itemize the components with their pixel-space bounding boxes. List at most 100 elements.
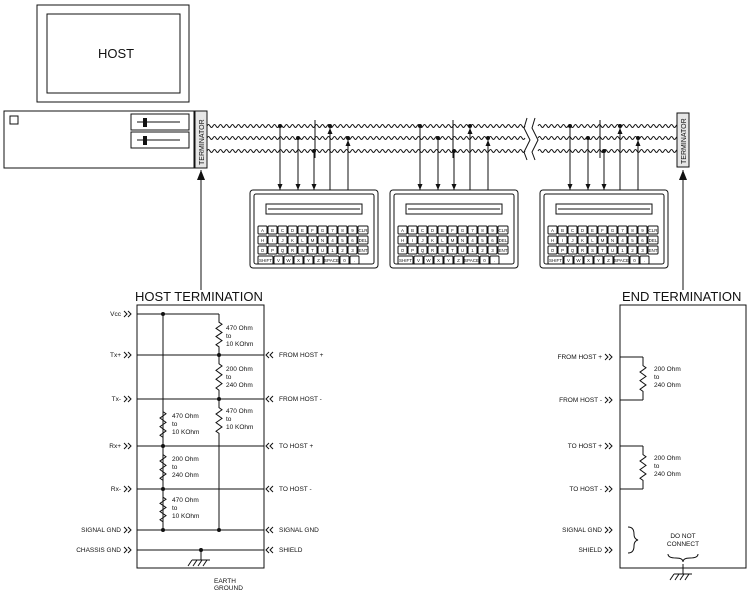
key-label: 7 [471,228,474,233]
key-label: DEL [649,238,658,243]
key [347,235,358,245]
connector-mark [127,395,132,403]
key [647,235,659,245]
key [547,245,558,255]
key [337,225,348,235]
connector-mark [127,526,132,534]
key [547,255,564,265]
key [357,245,369,255]
key [637,235,648,245]
key-label: Q [281,248,285,253]
key [587,225,598,235]
left-signal-label: Rx- [111,486,121,493]
junction-dot [436,136,440,140]
key-label: 5 [481,238,484,243]
do-not-connect-label: CONNECT [667,541,699,548]
key-label: Z [317,258,320,263]
junction-dot [586,136,590,140]
key [357,225,369,235]
right-terminator-label: TERMINATOR [681,118,688,164]
key-label: B [411,228,414,233]
resistor-value: 470 Ohm [172,497,199,504]
key-label: 2 [481,248,484,253]
right-signal-label: FROM HOST + [279,352,324,359]
right-signal-label: SIGNAL GND [279,527,319,534]
earth-ground-label: GROUND [214,585,243,592]
junction-dot [636,136,640,140]
key-label: 2 [631,248,634,253]
key [647,245,659,255]
key [283,255,294,265]
key-label: 9 [491,228,494,233]
resistor [159,489,167,530]
connector-mark [265,546,270,554]
key-label: CLR [648,228,658,233]
key [277,225,288,235]
key [357,235,369,245]
connector-mark [123,351,128,359]
arrow [327,128,333,134]
key [603,255,614,265]
connector-mark [604,353,609,361]
right-terminator: TERMINATOR [676,112,690,168]
resistor [639,446,647,489]
resistor-value: 470 Ohm [226,408,253,415]
key [597,235,608,245]
key [307,235,318,245]
key-label: R [291,248,295,253]
end-signal-label: SHIELD [579,547,603,554]
key-label: H [401,238,404,243]
resistor-value: 200 Ohm [172,456,199,463]
key [433,255,444,265]
end-signal-label: TO HOST + [568,443,602,450]
key-label: S [301,248,304,253]
key-label: 7 [331,228,334,233]
key [627,245,638,255]
key [327,225,338,235]
key [617,235,628,245]
twisted-pair [537,136,683,140]
connector-mark [608,485,613,493]
connector-mark [265,485,270,493]
key-label: J [281,238,283,243]
key-label: W [576,258,581,263]
resistor-value: to [226,333,232,340]
key-label: SPACE [614,258,629,263]
key-label: U [461,248,464,253]
key-label: A [551,228,554,233]
connector-mark [608,353,613,361]
key [607,225,618,235]
key [457,225,468,235]
key-label: U [611,248,614,253]
key-label: L [591,238,594,243]
key-label: L [441,238,444,243]
key-label: 3 [351,248,354,253]
key-label: Y [307,258,310,263]
key-label: C [571,228,575,233]
key-label: S [441,248,444,253]
key [327,235,338,245]
arrow [345,140,351,146]
key-label: Z [607,258,610,263]
resistor-value: 200 Ohm [654,366,681,373]
junction-dot [278,124,282,128]
key [349,255,360,265]
key [457,245,468,255]
key [303,255,314,265]
key-label: SPACE [324,258,339,263]
arrow [295,184,301,190]
key [417,225,428,235]
key-label: E [591,228,594,233]
key-label: W [286,258,291,263]
resistor [639,357,647,400]
connector-mark [127,546,132,554]
key [437,235,448,245]
key-label: R [431,248,435,253]
key [347,245,358,255]
host-computer: HOST TERMINATOR [3,4,208,169]
junction-dot [312,149,316,153]
key-label: 6 [351,238,354,243]
end-signal-label: FROM HOST - [559,397,602,404]
key-label: X [587,258,590,263]
key [639,255,650,265]
